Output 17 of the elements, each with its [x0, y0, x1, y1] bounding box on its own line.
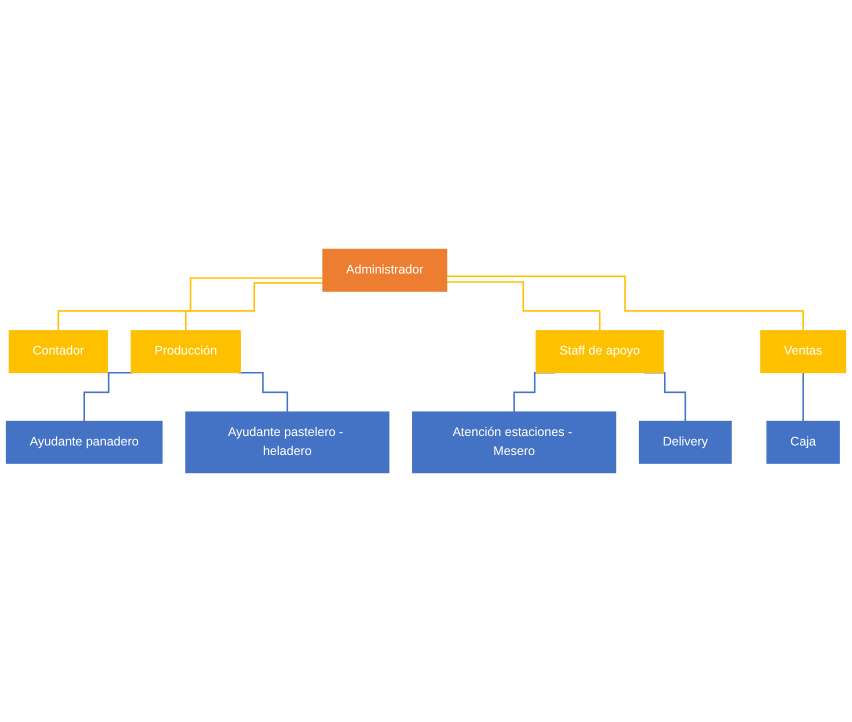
- node-box: Caja: [766, 420, 840, 464]
- connector: [185, 282, 323, 332]
- node-box: Delivery: [638, 420, 732, 464]
- connector: [446, 276, 804, 332]
- connector: [238, 372, 288, 413]
- node-box: Staff de apoyo: [536, 330, 664, 374]
- node-box: Producción: [130, 330, 241, 374]
- connector: [83, 372, 134, 422]
- node-box: Contador: [8, 330, 108, 374]
- node-box: Ventas: [760, 330, 846, 374]
- node-box: Ayudante pastelero - heladero: [185, 411, 390, 474]
- connector: [802, 372, 804, 422]
- node-box: Administrador: [322, 248, 448, 292]
- connector: [446, 281, 601, 332]
- connector: [58, 277, 323, 332]
- node-box: Ayudante panadero: [6, 420, 163, 464]
- node-box: Atención estaciones - Mesero: [412, 411, 616, 474]
